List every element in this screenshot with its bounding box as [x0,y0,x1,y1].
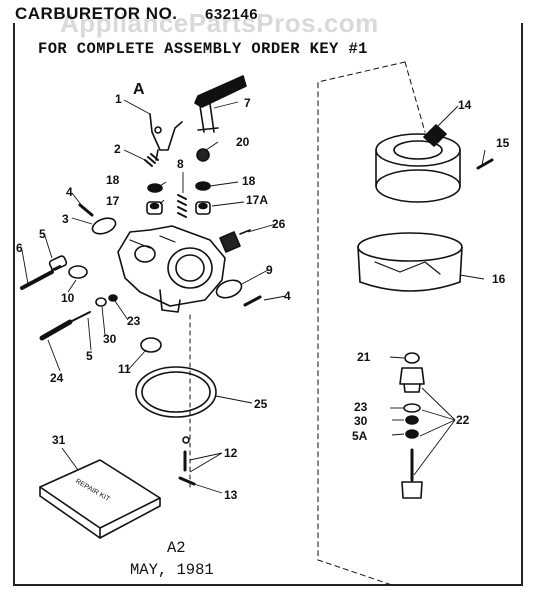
screw-part-4-upper [78,203,94,217]
callout-31: 31 [52,433,66,447]
washer-part-18-left [147,183,163,193]
screw-part-4-lower [243,295,262,307]
plug-part-11 [140,337,162,353]
spring-part-2 [144,153,159,167]
washer-part-21 [404,352,420,364]
callout-25: 25 [254,397,268,411]
callout-11: 11 [118,362,131,376]
assembly-dash-line-upper [404,61,426,133]
callout-3: 3 [62,212,69,226]
callout-4-lower: 4 [284,289,291,303]
carburetor-title: CARBURETOR NO. [15,4,178,23]
seal-part-17a-right [195,201,211,215]
seal-part-17-left [146,201,163,215]
diagram-date: MAY, 1981 [130,561,214,579]
needle-part-5-upper [48,255,68,271]
callout-17a: 17A [246,193,269,207]
callout-24: 24 [50,371,64,385]
frame-bottom-border [13,584,523,586]
washer-part-30-right [405,415,419,425]
hinge-pin-part-15 [476,158,494,170]
carburetor-body [117,225,226,313]
callout-5-upper: 5 [39,227,46,241]
bowl-screw-part [401,448,423,499]
callout-4-upper: 4 [66,185,73,199]
frame-left-border [13,23,15,585]
screw-part-20 [196,148,210,162]
callout-1: 1 [115,92,122,106]
diagram-code: A2 [167,539,186,557]
clip-part-13 [178,476,196,486]
throttle-lever-part [149,113,183,161]
fitting-part-26 [219,229,251,253]
callout-12: 12 [224,446,238,460]
choke-plate-part-9 [215,279,243,299]
ring-part-30 [95,297,107,307]
washer-part-18-right [195,181,211,191]
callout-5a: 5A [352,429,368,443]
float-part [375,133,461,203]
choke-shaft-part [194,75,247,133]
ring-part-23 [108,294,118,302]
throttle-plate-part-3 [91,217,117,235]
callout-10: 10 [61,291,75,305]
callout-13: 13 [224,488,238,502]
washer-part-23-right [403,403,421,413]
assembly-note: FOR COMPLETE ASSEMBLY ORDER KEY #1 [38,40,368,58]
seal-part-5a [405,429,419,439]
callout-16: 16 [492,272,506,286]
callout-17: 17 [106,194,120,208]
needle-part-24 [39,311,91,341]
callout-14: 14 [458,98,472,112]
callout-20: 20 [236,135,250,149]
callout-26: 26 [272,217,286,231]
repair-kit-box-part-31 [39,459,161,539]
bowl-gasket-part-25 [135,366,217,418]
callout-22: 22 [456,413,470,427]
callout-30-left: 30 [103,332,117,346]
callout-9: 9 [266,263,273,277]
gasket-part-10 [68,265,88,279]
callout-2: 2 [114,142,121,156]
float-needle-part-12 [182,436,190,472]
frame-right-border [521,23,523,586]
float-bowl-part-16 [357,232,463,292]
callout-5-lower: 5 [86,349,93,363]
callout-18-left: 18 [106,173,120,187]
callout-8: 8 [177,157,184,171]
fitting-part-22 [399,367,425,393]
callout-15: 15 [496,136,510,150]
callout-18-right: 18 [242,174,256,188]
assembly-dash-line [317,61,406,586]
callout-21: 21 [357,350,371,364]
callout-30-right: 30 [354,414,368,428]
callout-6: 6 [16,241,23,255]
spring-part-8 [177,194,187,218]
callout-7: 7 [244,96,251,110]
callout-23-left: 23 [127,314,141,328]
detail-letter: A [133,81,145,98]
carburetor-number: 632146 [205,6,259,23]
callout-23-right: 23 [354,400,368,414]
